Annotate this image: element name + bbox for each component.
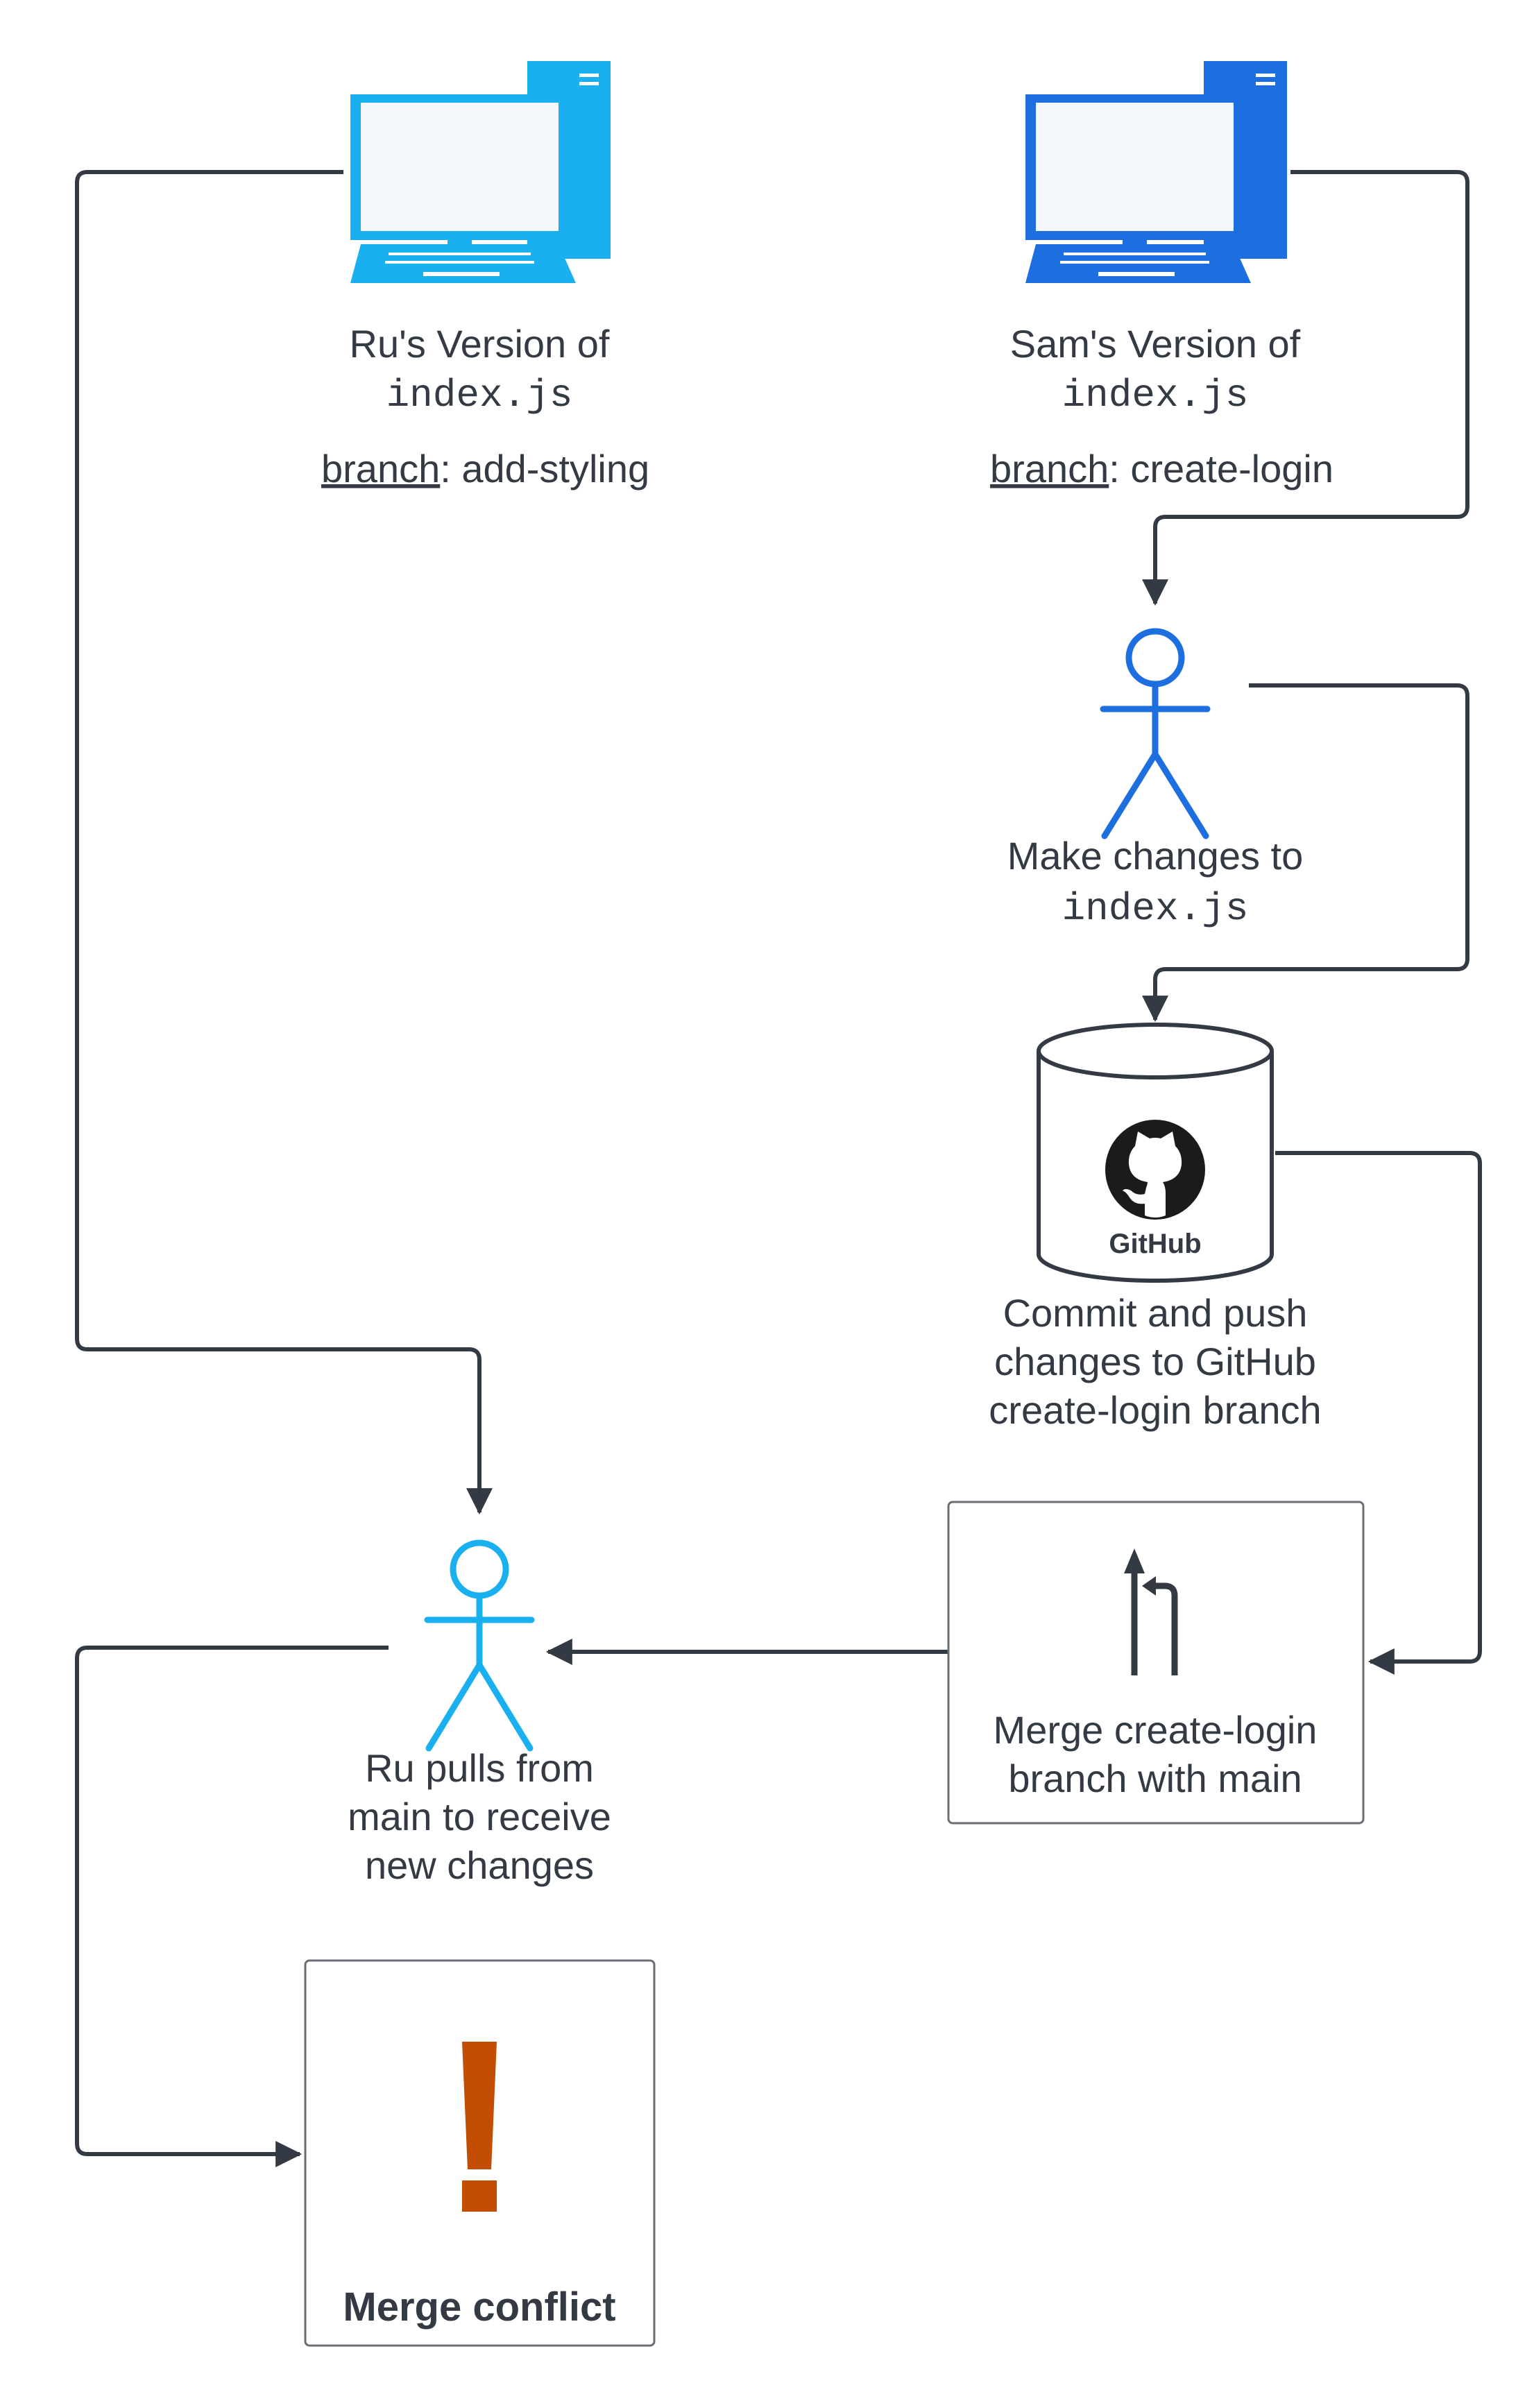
merge-box-node: Merge create-login branch with main	[947, 1501, 1365, 1825]
connector-ru-computer-to-ru-actor	[75, 170, 493, 1515]
sam-branch-line: branch: create-login	[990, 447, 1333, 490]
github-icon: GitHub	[1105, 1120, 1205, 1259]
ru-branch-key: branch	[321, 447, 440, 490]
sam-branch-key: branch	[990, 447, 1109, 490]
sam-actor-node: Make changes to index.js	[1007, 628, 1303, 931]
connectors	[75, 170, 1482, 2167]
person-icon	[424, 1539, 535, 1752]
connector-sam-actor-to-github	[1142, 683, 1469, 1023]
merge-icon	[1124, 1548, 1178, 1675]
person-icon	[1100, 628, 1211, 839]
sam-computer-node: Sam's Version of index.js branch: create…	[990, 61, 1333, 490]
merge-label-line1: Merge create-login	[994, 1708, 1318, 1752]
github-label-line3: create-login branch	[989, 1388, 1321, 1432]
merge-label-line2: branch with main	[1008, 1757, 1302, 1800]
ru-computer-file: index.js	[386, 373, 573, 418]
sam-branch-value: : create-login	[1109, 447, 1333, 490]
ru-computer-node: Ru's Version of index.js branch: add-sty…	[321, 61, 649, 490]
ru-branch-value: : add-styling	[440, 447, 649, 490]
merge-conflict-label: Merge conflict	[343, 2285, 615, 2330]
ru-actor-label-line3: new changes	[365, 1843, 594, 1887]
ru-actor-label-line2: main to receive	[348, 1795, 611, 1838]
github-database-node: GitHub Commit and push changes to GitHub…	[989, 1023, 1322, 1432]
exclamation-icon	[462, 2042, 497, 2212]
ru-computer-title: Ru's Version of	[350, 322, 610, 366]
sam-computer-title: Sam's Version of	[1010, 322, 1301, 366]
merge-box-frame	[947, 1501, 1365, 1825]
ru-actor-node: Ru pulls from main to receive new change…	[348, 1539, 611, 1887]
sam-computer-file: index.js	[1062, 373, 1249, 418]
computer-icon	[1025, 61, 1287, 283]
github-label-line2: changes to GitHub	[994, 1340, 1316, 1383]
sam-actor-label: Make changes to	[1007, 834, 1303, 878]
connector-ru-actor-to-conflict	[75, 1646, 389, 2167]
connector-sam-computer-to-sam-actor	[1142, 170, 1469, 606]
sam-actor-file: index.js	[1062, 887, 1249, 931]
computer-icon	[350, 61, 611, 283]
merge-conflict-node: Merge conflict	[304, 1959, 656, 2347]
github-logo-text: GitHub	[1109, 1229, 1201, 1259]
ru-actor-label-line1: Ru pulls from	[365, 1746, 594, 1790]
connector-github-to-merge	[1275, 1151, 1482, 1675]
ru-branch-line: branch: add-styling	[321, 447, 649, 490]
github-label-line1: Commit and push	[1003, 1291, 1308, 1335]
